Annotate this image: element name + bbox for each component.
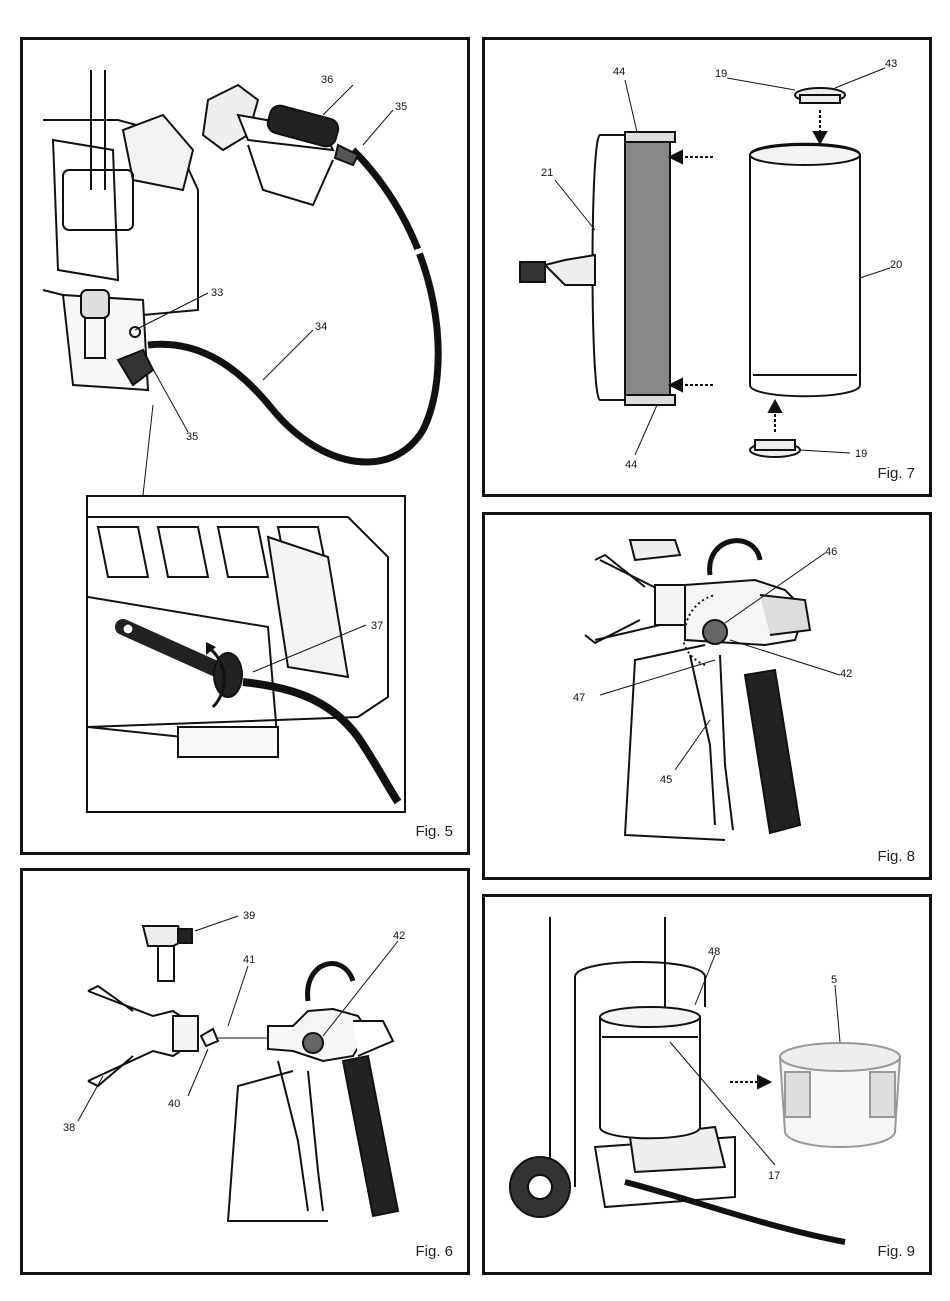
fig7-part-44-top: 44 (613, 66, 625, 78)
fig6-part-38: 38 (63, 1122, 75, 1134)
fig9-part-17: 17 (768, 1170, 780, 1182)
fig7-caption: Fig. 7 (877, 465, 915, 482)
fig7-part-21: 21 (541, 167, 553, 179)
fig8-caption: Fig. 8 (877, 848, 915, 865)
fig5-part-35-upper: 35 (395, 101, 407, 113)
fig8-part-47: 47 (573, 692, 585, 704)
hose-icon (148, 150, 438, 462)
fig8-part-42: 42 (840, 668, 852, 680)
fig9-caption: Fig. 9 (877, 1243, 915, 1260)
figure-7-panel: 44 21 44 19 43 20 19 Fig. 7 (482, 37, 932, 497)
spray-gun-icon (228, 964, 398, 1221)
filter-cap-top-icon (795, 88, 845, 103)
fig5-part-35-lower: 35 (186, 431, 198, 443)
fig9-part-5: 5 (831, 974, 837, 986)
fig7-part-19-top: 19 (715, 68, 727, 80)
filter-insert-icon (201, 1029, 218, 1046)
fig8-part-46: 46 (825, 546, 837, 558)
pressure-relief-valve-icon (123, 624, 242, 707)
filter-icon (750, 144, 860, 397)
spray-tip-icon (143, 926, 192, 981)
fig7-part-19-bottom: 19 (855, 448, 867, 460)
pump-lid-icon (780, 1043, 900, 1147)
fig5-part-34: 34 (315, 321, 327, 333)
paint-container-icon (600, 1007, 700, 1138)
figure-8-panel: 46 42 47 45 Fig. 8 (482, 512, 932, 880)
fig7-illustration: 44 21 44 19 43 20 19 (485, 40, 932, 497)
fig7-part-20: 20 (890, 259, 902, 271)
fig7-part-43: 43 (885, 58, 897, 70)
fig9-illustration: 48 5 17 (485, 897, 932, 1275)
fig5-part-33: 33 (211, 287, 223, 299)
fig6-part-39: 39 (243, 910, 255, 922)
fig6-caption: Fig. 6 (415, 1243, 453, 1260)
fig8-part-45: 45 (660, 774, 672, 786)
fig7-part-44-bottom: 44 (625, 459, 637, 471)
fig5-part-37: 37 (371, 620, 383, 632)
fig5-part-36: 36 (321, 74, 333, 86)
fig6-part-40: 40 (168, 1098, 180, 1110)
tip-guard-icon (88, 986, 198, 1086)
fig5-detail-inset: 37 (86, 495, 406, 813)
figure-5-panel: 33 34 35 35 36 (20, 37, 470, 855)
fig5-inset-illustration: 37 (88, 497, 406, 813)
fig6-part-42: 42 (393, 930, 405, 942)
fig6-illustration: 39 41 40 42 38 (23, 871, 470, 1275)
fig5-caption: Fig. 5 (415, 823, 453, 840)
fig6-part-41: 41 (243, 954, 255, 966)
figure-9-panel: 48 5 17 Fig. 9 (482, 894, 932, 1275)
fig8-illustration: 46 42 47 45 (485, 515, 932, 880)
figure-6-panel: 39 41 40 42 38 Fig. 6 (20, 868, 470, 1275)
filter-cap-bottom-icon (750, 440, 800, 457)
spray-gun-icon (585, 540, 810, 840)
fig9-part-48: 48 (708, 946, 720, 958)
